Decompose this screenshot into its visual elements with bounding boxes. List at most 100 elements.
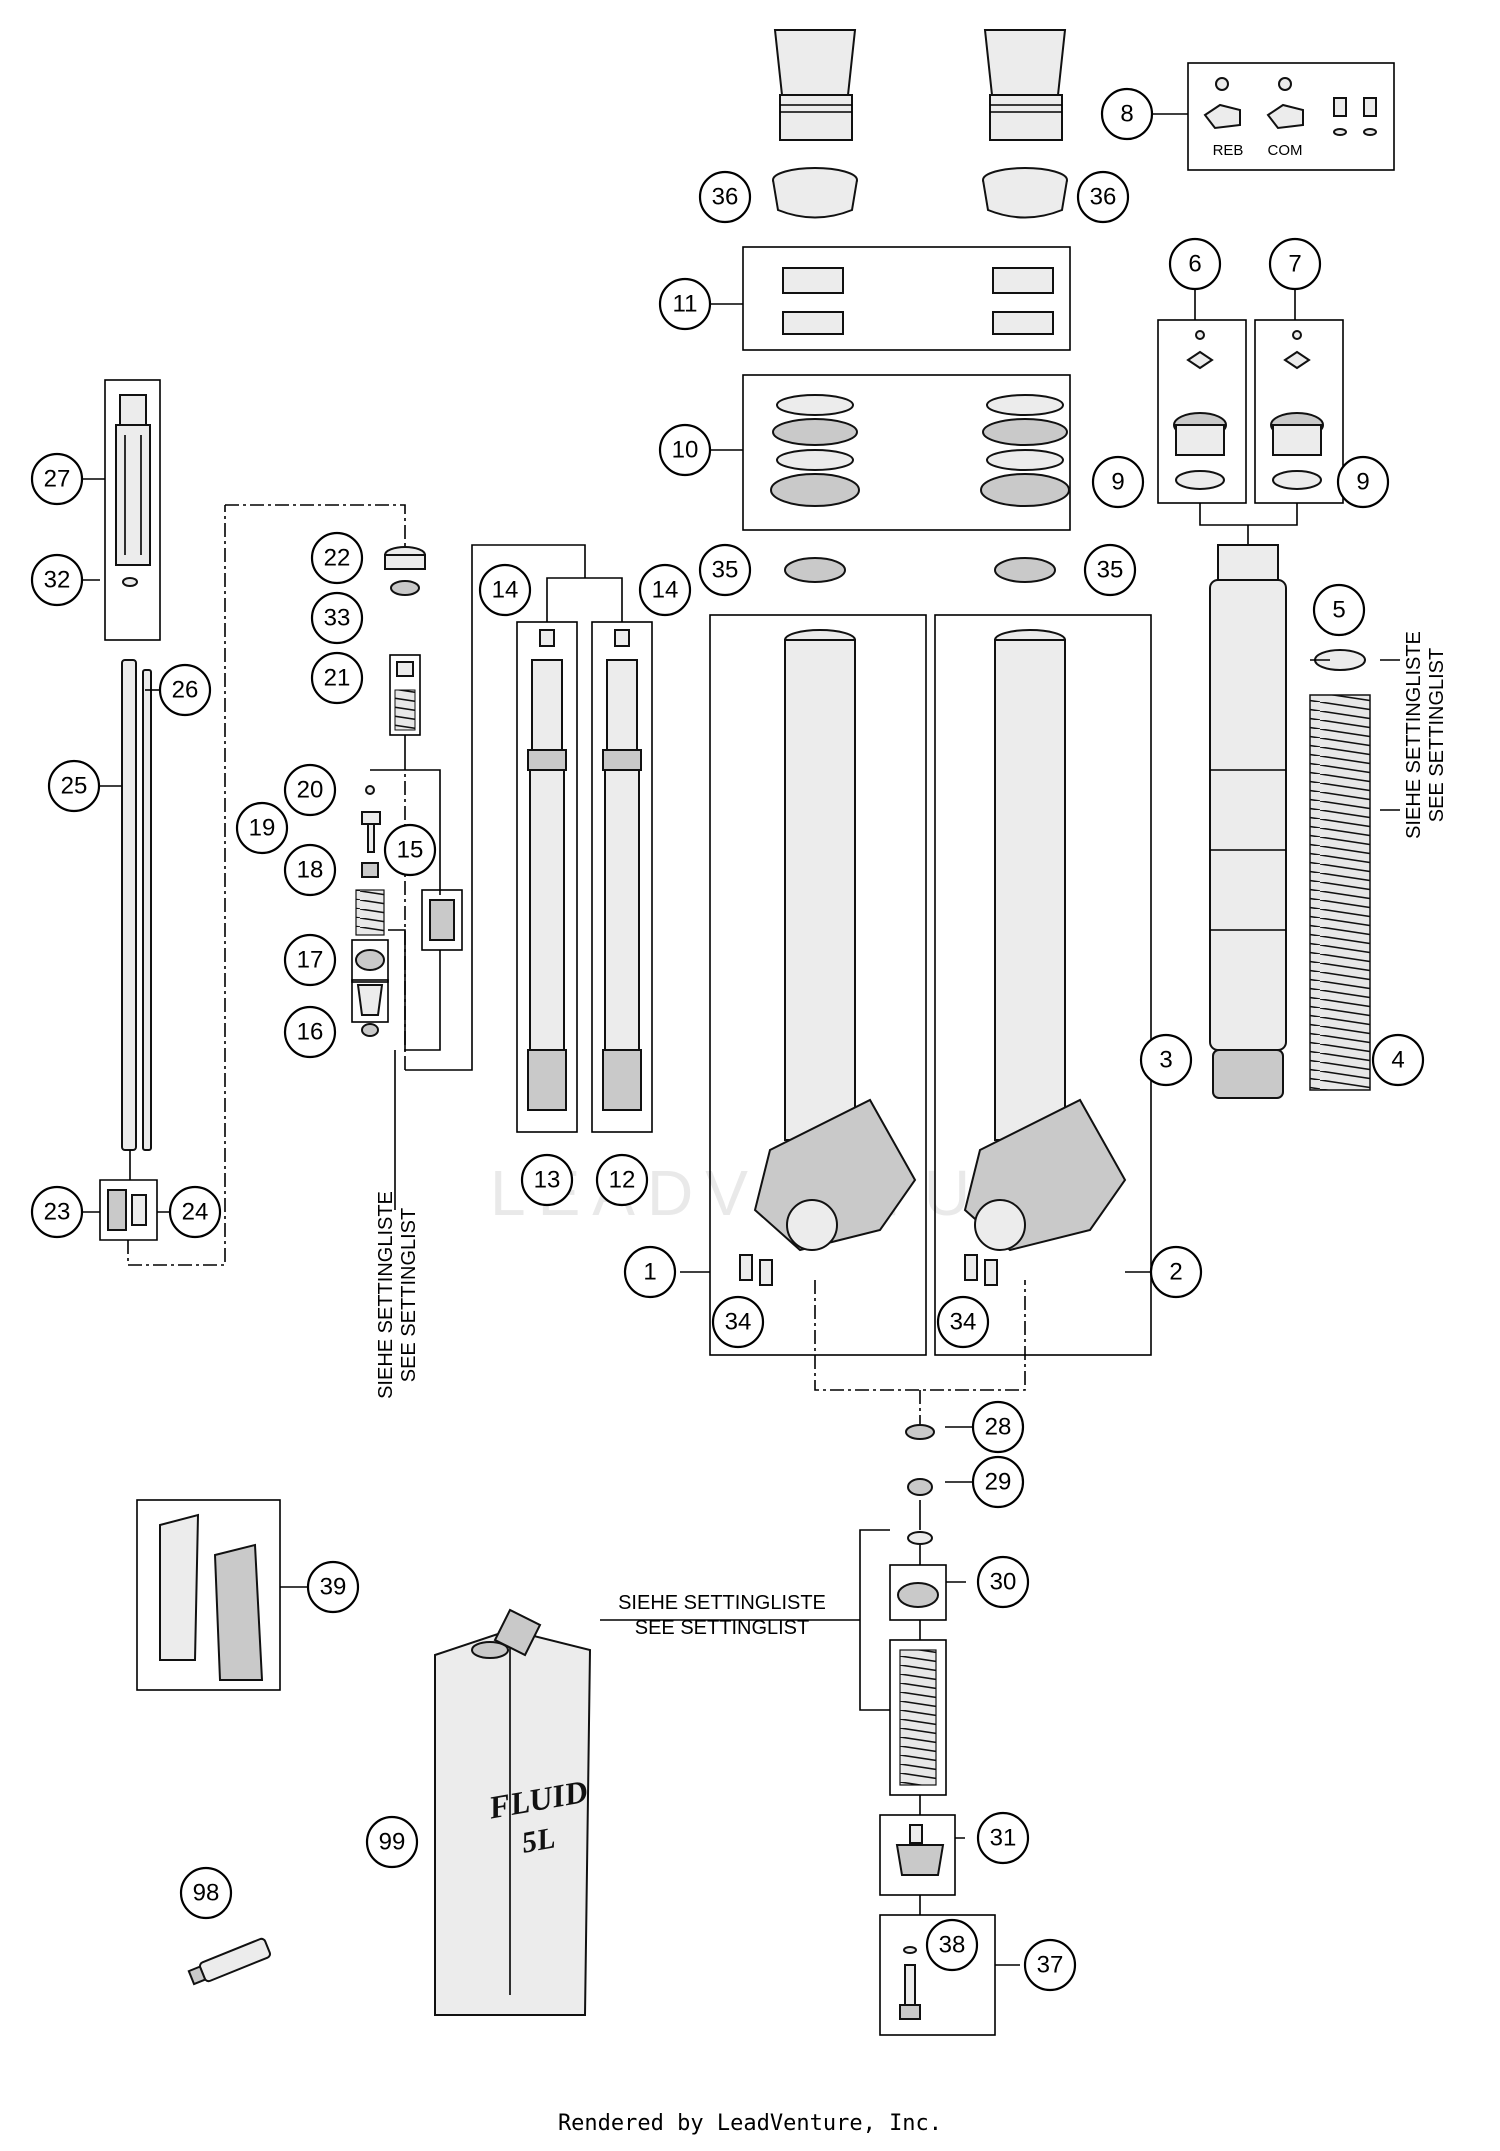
- callout-28[interactable]: 28: [971, 1400, 1025, 1454]
- callout-32[interactable]: 32: [30, 553, 84, 607]
- svg-text:11: 11: [673, 291, 698, 318]
- callout-13[interactable]: 13: [520, 1153, 574, 1207]
- callout-4[interactable]: 4: [1371, 1033, 1425, 1087]
- svg-text:36: 36: [712, 184, 739, 211]
- rod-link: [99, 1150, 158, 1241]
- callout-18[interactable]: 18: [283, 843, 337, 897]
- callout-36-left[interactable]: 36: [698, 170, 752, 224]
- callout-3[interactable]: 3: [1139, 1033, 1193, 1087]
- callout-35-right[interactable]: 35: [1083, 543, 1137, 597]
- callout-24[interactable]: 24: [168, 1185, 222, 1239]
- svg-text:35: 35: [1097, 557, 1124, 584]
- callout-2[interactable]: 2: [1149, 1245, 1203, 1299]
- svg-text:23: 23: [44, 1199, 71, 1226]
- callout-19[interactable]: 19: [235, 801, 289, 855]
- svg-text:9: 9: [1111, 469, 1124, 496]
- callout-37[interactable]: 37: [1023, 1938, 1077, 1992]
- valve-box-30: [889, 1564, 947, 1621]
- svg-text:1: 1: [643, 1259, 656, 1286]
- callout-5[interactable]: 5: [1312, 583, 1366, 637]
- callout-17[interactable]: 17: [283, 933, 337, 987]
- settinglist-bracket-lower: [600, 1529, 890, 1711]
- callout-15[interactable]: 15: [383, 823, 437, 877]
- callout-34-right[interactable]: 34: [936, 1295, 990, 1349]
- bolt-38: [899, 1946, 921, 2020]
- callout-10[interactable]: 10: [658, 423, 712, 477]
- svg-text:7: 7: [1288, 251, 1301, 278]
- decal-plain: [159, 1513, 200, 1661]
- valve-15: [429, 899, 455, 941]
- svg-text:10: 10: [672, 437, 699, 464]
- callout-23[interactable]: 23: [30, 1185, 84, 1239]
- cartridge-link-line: [405, 544, 623, 1071]
- washer-28: [905, 1424, 935, 1440]
- svg-text:34: 34: [725, 1309, 752, 1336]
- bolt-box-37: [879, 1914, 996, 2036]
- callout-27[interactable]: 27: [30, 452, 84, 506]
- valve-24: [131, 1194, 147, 1226]
- svg-text:SIEHE SETTINGLISTE: SIEHE SETTINGLISTE: [375, 1191, 397, 1399]
- callout-8[interactable]: 8: [1100, 87, 1154, 141]
- callout-22[interactable]: 22: [310, 531, 364, 585]
- svg-text:17: 17: [297, 947, 324, 974]
- callout-14-left[interactable]: 14: [478, 563, 532, 617]
- decal-logo: [213, 1543, 264, 1681]
- svg-text:14: 14: [492, 577, 519, 604]
- callout-11[interactable]: 11: [658, 277, 712, 331]
- callout-25[interactable]: 25: [47, 759, 101, 813]
- callout-1[interactable]: 1: [623, 1245, 677, 1299]
- adjuster-22: [384, 546, 426, 570]
- callout-29[interactable]: 29: [971, 1455, 1025, 1509]
- bushings-left: [782, 267, 844, 335]
- leader-lower: [946, 1581, 1020, 1966]
- callout-12[interactable]: 12: [595, 1153, 649, 1207]
- rod-26: [142, 669, 152, 1151]
- callout-6[interactable]: 6: [1168, 237, 1222, 291]
- svg-text:SEE SETTINGLIST: SEE SETTINGLIST: [635, 1617, 809, 1639]
- shim-cone: [356, 984, 384, 1016]
- callout-9-left[interactable]: 9: [1091, 455, 1145, 509]
- inner-tube-left: [739, 629, 917, 1286]
- callout-39[interactable]: 39: [306, 1560, 360, 1614]
- callout-14-right[interactable]: 14: [638, 563, 692, 617]
- callout-7[interactable]: 7: [1268, 237, 1322, 291]
- callout-35-left[interactable]: 35: [698, 543, 752, 597]
- svg-text:37: 37: [1037, 1952, 1064, 1979]
- svg-text:38: 38: [939, 1932, 966, 1959]
- callout-36-right[interactable]: 36: [1076, 170, 1130, 224]
- fork-leg-box-right: [934, 614, 1152, 1356]
- callout-98[interactable]: 98: [179, 1866, 233, 1920]
- svg-text:16: 16: [297, 1019, 324, 1046]
- callout-30[interactable]: 30: [976, 1555, 1030, 1609]
- callout-34-left[interactable]: 34: [711, 1295, 765, 1349]
- callout-26[interactable]: 26: [158, 663, 212, 717]
- svg-text:30: 30: [990, 1569, 1017, 1596]
- svg-text:20: 20: [297, 777, 324, 804]
- left-dash-line: [127, 505, 226, 1266]
- callout-9-right[interactable]: 9: [1336, 455, 1390, 509]
- inner-tube-right: [963, 629, 1127, 1286]
- callout-33[interactable]: 33: [310, 591, 364, 645]
- shim-stack-mid: [355, 889, 385, 936]
- bushings-right: [992, 267, 1054, 335]
- pushrod-25: [121, 659, 137, 1151]
- callout-99[interactable]: 99: [365, 1815, 419, 1869]
- svg-text:32: 32: [44, 567, 71, 594]
- svg-text:98: 98: [193, 1880, 220, 1907]
- svg-text:14: 14: [652, 577, 679, 604]
- callout-21[interactable]: 21: [310, 651, 364, 705]
- valve-needle-19: [361, 811, 381, 853]
- svg-text:29: 29: [985, 1469, 1012, 1496]
- callout-16[interactable]: 16: [283, 1005, 337, 1059]
- svg-text:19: 19: [249, 815, 276, 842]
- svg-text:36: 36: [1090, 184, 1117, 211]
- callout-31[interactable]: 31: [976, 1811, 1030, 1865]
- callout-20[interactable]: 20: [283, 763, 337, 817]
- svg-text:13: 13: [534, 1167, 561, 1194]
- cap-link-line: [1199, 503, 1298, 545]
- washer-small: [907, 1531, 933, 1545]
- callout-38[interactable]: 38: [925, 1918, 979, 1972]
- ring-nut-36-left: [772, 167, 858, 219]
- svg-text:5: 5: [1332, 597, 1345, 624]
- svg-text:4: 4: [1391, 1047, 1404, 1074]
